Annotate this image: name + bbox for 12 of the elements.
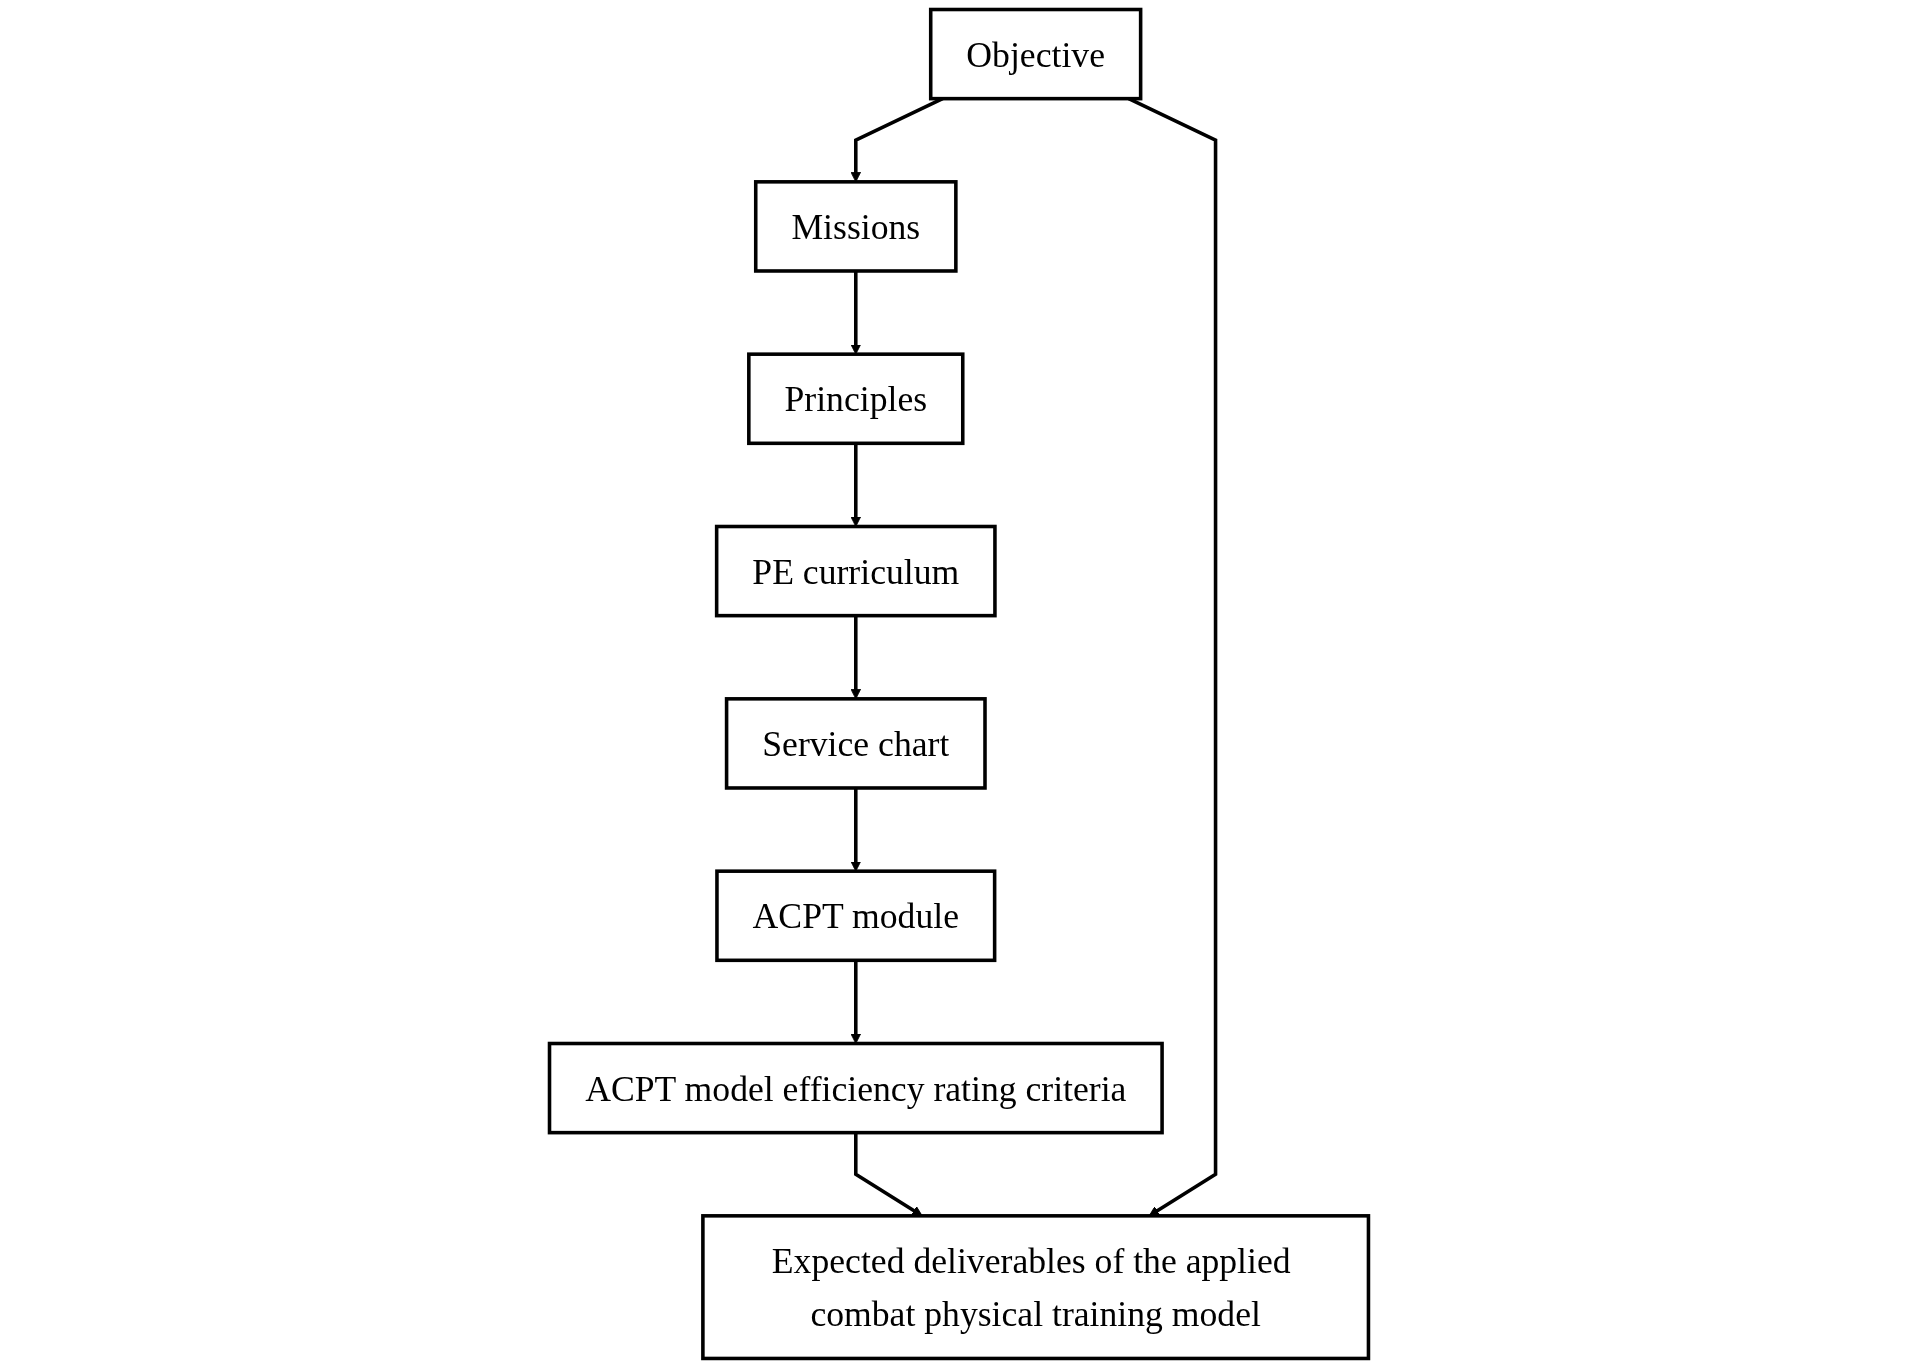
- arrow: [850, 443, 862, 527]
- node-box: ACPT module: [715, 869, 997, 963]
- node-box: Expected deliverables of the applied combat physical training model: [701, 1214, 1371, 1361]
- arrow: [850, 788, 862, 872]
- arrow: [850, 271, 862, 355]
- arrow: [850, 960, 862, 1044]
- node-box: ACPT model efficiency rating criteria: [547, 1041, 1164, 1135]
- node-box: Principles: [747, 352, 965, 446]
- node-box: PE curriculum: [714, 524, 997, 618]
- node-box: Missions: [753, 180, 958, 273]
- node-box: Service chart: [724, 697, 987, 790]
- node-box: Objective: [928, 7, 1143, 101]
